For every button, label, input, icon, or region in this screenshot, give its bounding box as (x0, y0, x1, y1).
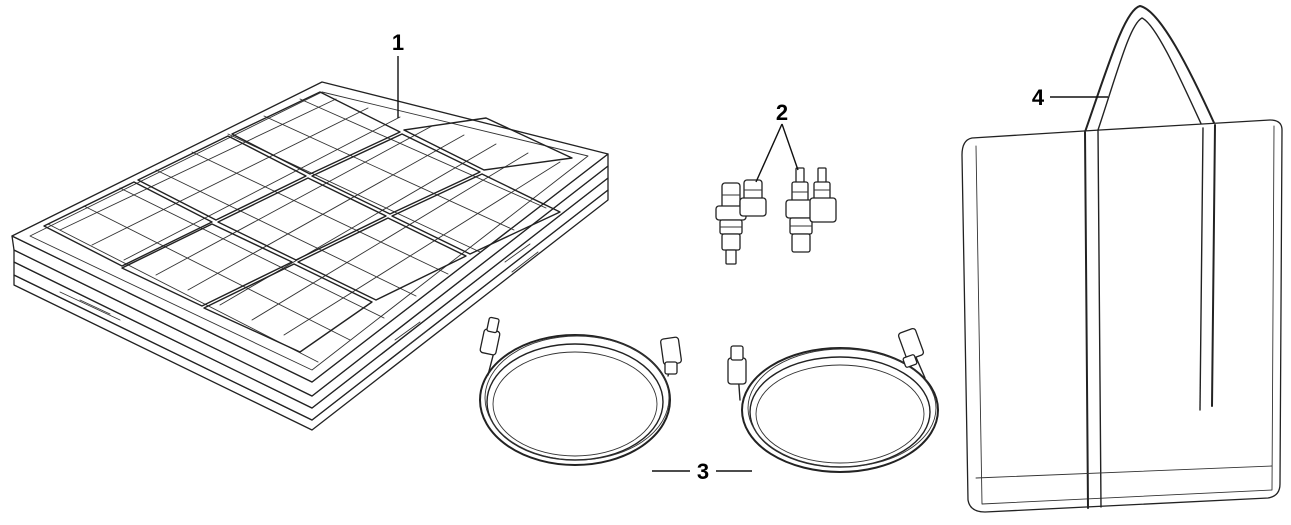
callout-leaders (397, 56, 1108, 472)
cable-coil-right (727, 327, 939, 473)
callout-labels: 1 2 3 4 (392, 30, 1045, 484)
callout-2: 2 (776, 100, 788, 125)
cable-coil-left (479, 316, 682, 466)
callout-3: 3 (697, 459, 709, 484)
panel-cells (43, 91, 573, 363)
connector-pair-left (715, 179, 767, 265)
callout-1: 1 (392, 30, 404, 55)
solar-panel (11, 81, 609, 431)
mc4-connectors (715, 167, 837, 265)
carry-bag (961, 5, 1283, 513)
leader-2a (755, 123, 783, 183)
leader-2b (781, 123, 799, 171)
callout-4: 4 (1032, 85, 1045, 110)
connector-pair-right (785, 167, 837, 253)
extension-cables (479, 316, 939, 473)
